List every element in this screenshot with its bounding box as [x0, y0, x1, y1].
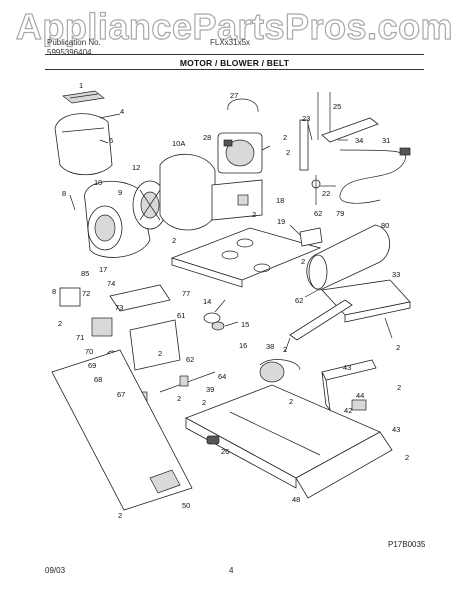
callout-27: 27 [230, 91, 238, 100]
callout-1: 1 [79, 81, 83, 90]
callout-62a: 62 [314, 209, 322, 218]
callout-43b: 43 [392, 425, 400, 434]
callout-2m: 2 [252, 210, 256, 219]
callout-2b: 2 [58, 319, 62, 328]
callout-48: 48 [292, 495, 300, 504]
callout-8: 8 [62, 189, 66, 198]
part-housing-cover [159, 153, 216, 231]
part-base-plate [170, 227, 322, 288]
part-bracket-79 [299, 227, 323, 247]
part-idler-pulley [203, 312, 225, 331]
header-rule [45, 54, 424, 55]
part-side-panel [51, 349, 193, 511]
callout-25: 25 [333, 102, 341, 111]
callout-69: 69 [88, 361, 96, 370]
callout-34: 34 [355, 136, 363, 145]
callout-14: 14 [203, 297, 211, 306]
page-number: 4 [229, 566, 234, 575]
callout-38: 38 [266, 342, 274, 351]
callout-2f: 2 [202, 398, 206, 407]
part-blower-wheel [132, 180, 168, 230]
callout-74: 74 [107, 279, 115, 288]
callout-labels: 1 4 6 8 10 10A 12 9 2 17 85 8 72 74 73 7… [52, 81, 409, 520]
callout-10: 10 [94, 178, 102, 187]
part-power-cord [339, 147, 411, 204]
callout-61: 61 [177, 311, 185, 320]
callout-62b: 62 [186, 355, 194, 364]
leader-lines [69, 113, 393, 353]
part-idler-assembly [299, 92, 379, 205]
callout-2g: 2 [118, 511, 122, 520]
part-bracket-42 [321, 359, 377, 412]
callout-72: 72 [82, 289, 90, 298]
callout-2o: 2 [158, 349, 162, 358]
publication-header: Publication No. 5995396404 [47, 38, 101, 58]
callout-62c: 62 [295, 296, 303, 305]
callout-4: 4 [120, 107, 124, 116]
callout-8b: 8 [52, 287, 56, 296]
callout-33: 33 [392, 270, 400, 279]
callout-2h: 2 [396, 343, 400, 352]
callout-18: 18 [276, 196, 284, 205]
part-rod [159, 371, 216, 393]
callout-67: 67 [117, 390, 125, 399]
callout-77: 77 [182, 289, 190, 298]
callout-2k: 2 [177, 394, 181, 403]
callout-85: 85 [81, 269, 89, 278]
callout-42: 42 [344, 406, 352, 415]
callout-2i: 2 [397, 383, 401, 392]
callout-6: 6 [109, 136, 113, 145]
publication-number: 5995396404 [47, 48, 92, 57]
callout-73: 73 [115, 303, 123, 312]
callout-9: 9 [118, 188, 122, 197]
callout-31: 31 [382, 136, 390, 145]
section-title: MOTOR / BLOWER / BELT [179, 58, 290, 68]
callout-68: 68 [94, 375, 102, 384]
callout-2d: 2 [283, 345, 287, 354]
part-blower-duct [54, 113, 113, 176]
callout-17: 17 [99, 265, 107, 274]
callout-10A: 10A [172, 139, 185, 148]
callout-70: 70 [85, 347, 93, 356]
callout-19: 19 [277, 217, 285, 226]
publication-label: Publication No. [47, 38, 101, 47]
part-motor-mount [211, 179, 263, 221]
callout-16: 16 [239, 341, 247, 350]
part-heater-cylinder [306, 224, 390, 291]
callout-23: 23 [302, 114, 310, 123]
title-rule [45, 69, 424, 70]
callout-28: 28 [203, 133, 211, 142]
callout-44: 44 [356, 391, 364, 400]
part-vent-strip [62, 90, 105, 104]
part-foot [206, 435, 220, 445]
callout-2e: 2 [289, 397, 293, 406]
callout-22: 22 [322, 189, 330, 198]
model-number: FLXx31x5x [210, 38, 251, 47]
callout-79: 79 [336, 209, 344, 218]
part-rail [259, 299, 353, 383]
callout-2n: 2 [286, 148, 290, 157]
callout-50: 50 [182, 501, 190, 510]
figure-code: P17B0035 [388, 540, 426, 549]
callout-80: 80 [381, 221, 389, 230]
callout-71: 71 [76, 333, 84, 342]
callout-39: 39 [206, 385, 214, 394]
part-motor [217, 98, 263, 174]
callout-2l: 2 [301, 257, 305, 266]
callout-2a: 2 [172, 236, 176, 245]
part-base-frame [185, 384, 393, 499]
callout-26: 26 [221, 447, 229, 456]
callout-2j: 2 [405, 453, 409, 462]
callout-43a: 43 [343, 363, 351, 372]
callout-64: 64 [218, 372, 226, 381]
footer-date: 09/03 [45, 566, 66, 575]
callout-12: 12 [132, 163, 140, 172]
callout-2c: 2 [283, 133, 287, 142]
callout-15: 15 [241, 320, 249, 329]
